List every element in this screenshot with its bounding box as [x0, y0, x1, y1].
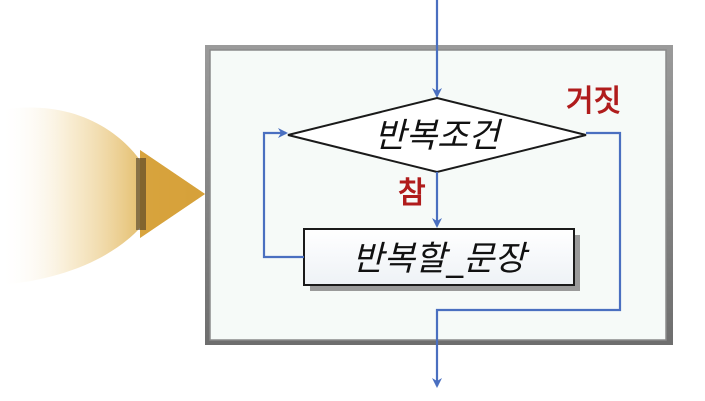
statement-label: 반복할_문장 [352, 239, 530, 279]
condition-label: 반복조건 [374, 116, 503, 156]
loop-back-flow-line [262, 128, 304, 259]
true-branch-label: 참 [398, 176, 426, 211]
gold-arrow-icon [0, 107, 205, 285]
false-branch-label: 거짓 [566, 84, 621, 119]
false-flow-line [432, 131, 622, 388]
